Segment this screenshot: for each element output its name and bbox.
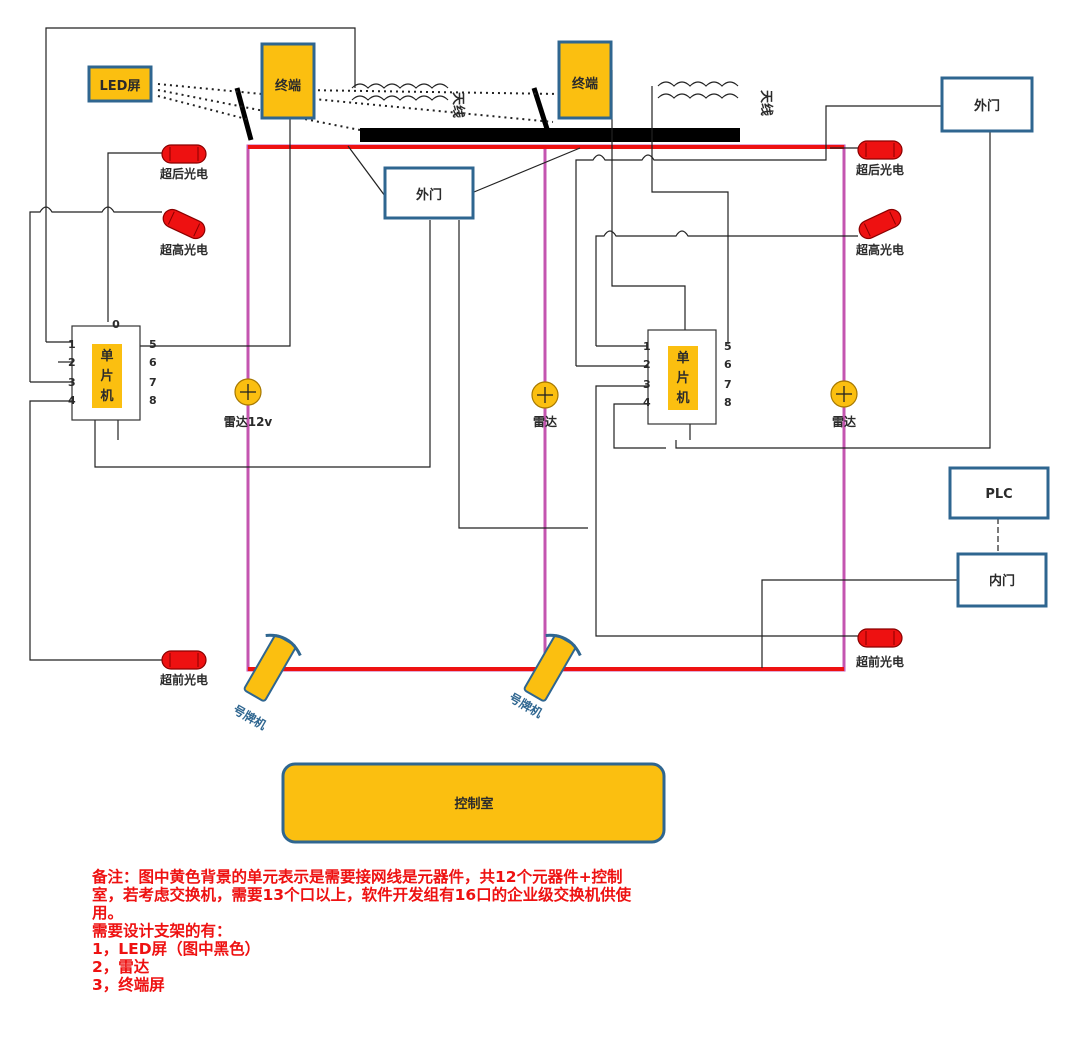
svg-text:5: 5 (149, 338, 157, 351)
radar-right: 雷达 (830, 380, 858, 429)
control-room: 控制室 (281, 762, 666, 844)
svg-text:终端: 终端 (572, 76, 598, 92)
super-rear-photo-right: 超后光电 (855, 140, 904, 177)
svg-text:终端: 终端 (275, 78, 301, 94)
svg-text:外门: 外门 (415, 187, 442, 203)
note-line: 备注：图中黄色背景的单元表示是需要接网线是元器件，共12个元器件+控制 (92, 868, 623, 886)
svg-text:3: 3 (643, 378, 651, 391)
svg-text:4: 4 (643, 396, 651, 409)
note-line: 用。 (92, 904, 124, 922)
svg-text:5: 5 (724, 340, 732, 353)
super-high-photo-left: 超高光电 (159, 205, 209, 257)
led-signal-lines (157, 83, 561, 131)
svg-text:LED屏: LED屏 (100, 79, 141, 94)
svg-text:2: 2 (643, 358, 651, 371)
led-display-bar (360, 128, 740, 142)
svg-text:片: 片 (676, 370, 689, 386)
svg-text:超后光电: 超后光电 (159, 166, 208, 181)
antenna2-label: 天线 (758, 90, 774, 116)
svg-text:7: 7 (149, 376, 157, 389)
svg-text:1: 1 (643, 340, 651, 353)
svg-text:内门: 内门 (989, 573, 1015, 589)
plate-camera-1: 号牌机 (231, 633, 302, 733)
svg-text:4: 4 (68, 394, 76, 407)
plc-box: PLC (948, 466, 1050, 520)
svg-text:片: 片 (100, 368, 113, 384)
note-line: 2，雷达 (92, 958, 150, 976)
svg-text:单: 单 (100, 348, 113, 364)
svg-text:单: 单 (676, 350, 689, 366)
antenna1-label: 天线 (450, 92, 466, 118)
svg-text:超后光电: 超后光电 (855, 162, 904, 177)
svg-text:7: 7 (724, 378, 732, 391)
super-front-photo-left: 超前光电 (159, 650, 208, 687)
svg-text:机: 机 (676, 390, 689, 406)
svg-text:2: 2 (68, 356, 76, 369)
mcu-left: 单 片 机 0 1 2 3 4 5 6 7 8 (68, 318, 157, 421)
mcu-right: 单 片 机 1 2 3 4 5 6 7 8 (643, 329, 732, 425)
notes-block: 备注：图中黄色背景的单元表示是需要接网线是元器件，共12个元器件+控制 室，若考… (92, 868, 772, 994)
led-screen: LED屏 (87, 65, 153, 103)
note-line: 3，终端屏 (92, 976, 165, 994)
svg-text:3: 3 (68, 376, 76, 389)
terminal2-pole (531, 87, 551, 133)
terminal-2: 终端 (557, 40, 613, 120)
radar-left: 雷达12v (224, 378, 273, 429)
antenna1-coil (351, 83, 449, 101)
terminal1-pole (234, 87, 254, 141)
note-line: 室，若考虑交换机，需要13个口以上，软件开发组有16口的企业级交换机供使 (92, 886, 632, 904)
svg-text:外门: 外门 (973, 98, 1000, 114)
outer-door-right: 外门 (940, 76, 1034, 133)
svg-text:超前光电: 超前光电 (855, 654, 904, 669)
radar-mid: 雷达 (531, 381, 559, 429)
svg-text:0: 0 (112, 318, 120, 331)
wires-left (29, 27, 431, 661)
svg-text:8: 8 (724, 396, 732, 409)
svg-text:雷达: 雷达 (533, 414, 557, 429)
svg-text:机: 机 (100, 388, 113, 404)
outer-door-mid: 外门 (383, 166, 475, 220)
svg-text:6: 6 (149, 356, 157, 369)
inner-door-box: 内门 (956, 552, 1048, 608)
svg-text:超高光电: 超高光电 (159, 242, 208, 257)
antenna2-coil (657, 81, 739, 99)
note-line: 1，LED屏（图中黑色） (92, 940, 261, 958)
wires-right (347, 70, 999, 668)
svg-text:1: 1 (68, 338, 76, 351)
svg-text:PLC: PLC (985, 487, 1012, 502)
terminal-1: 终端 (260, 42, 316, 120)
svg-text:超高光电: 超高光电 (855, 242, 904, 257)
svg-text:雷达: 雷达 (832, 414, 856, 429)
svg-text:雷达12v: 雷达12v (224, 414, 273, 429)
svg-text:8: 8 (149, 394, 157, 407)
note-line: 需要设计支架的有： (92, 922, 232, 940)
super-high-photo-right: 超高光电 (855, 205, 905, 257)
svg-text:6: 6 (724, 358, 732, 371)
svg-text:超前光电: 超前光电 (159, 672, 208, 687)
super-rear-photo-left: 超后光电 (159, 144, 208, 181)
svg-text:控制室: 控制室 (454, 796, 493, 812)
svg-text:号牌机: 号牌机 (231, 702, 270, 733)
super-front-photo-right: 超前光电 (855, 628, 904, 669)
